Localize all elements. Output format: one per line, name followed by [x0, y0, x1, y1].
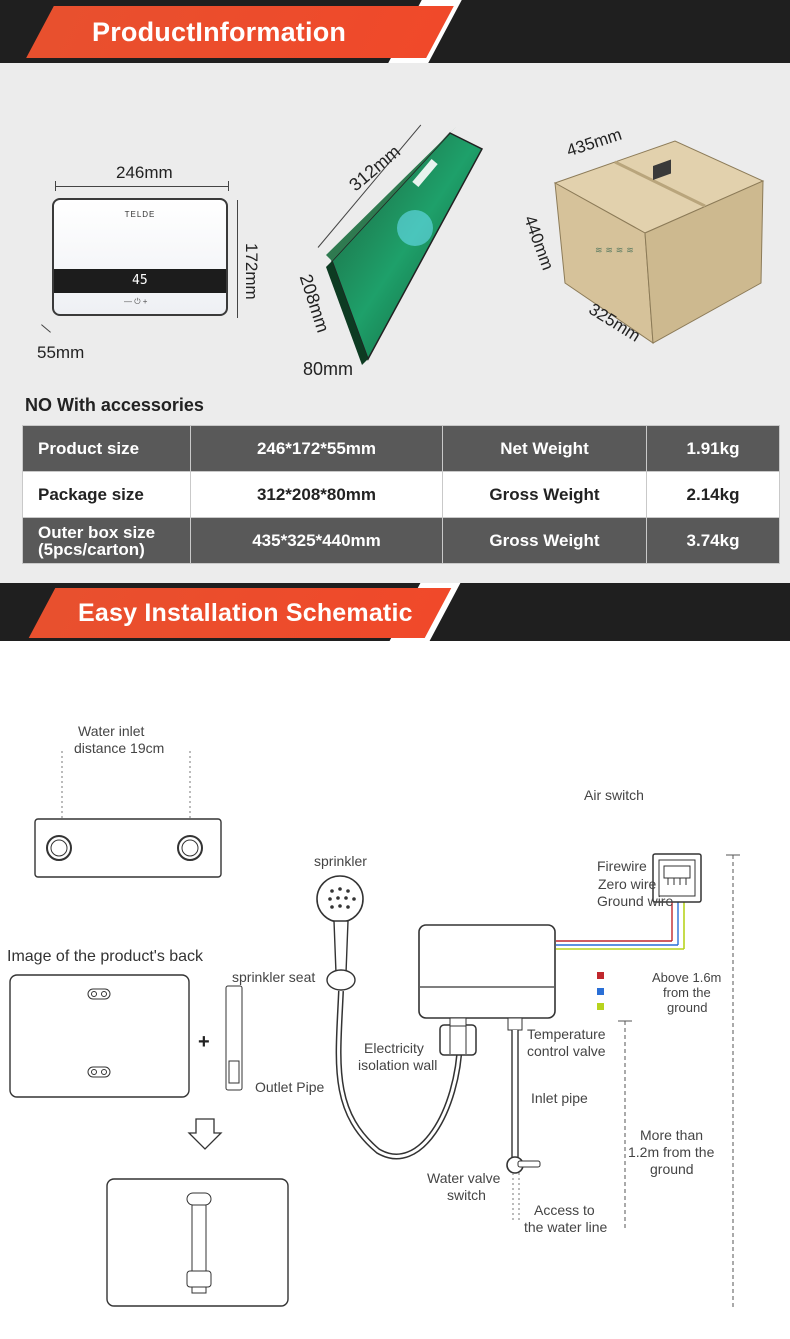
- row-label: Product size: [22, 425, 191, 472]
- row-weight: 1.91kg: [646, 425, 780, 472]
- spec-table: Product size 246*172*55mm Net Weight 1.9…: [22, 425, 780, 564]
- device-width-line: [55, 186, 229, 187]
- row-label: Outer box size: [38, 522, 156, 542]
- table-row: Product size 246*172*55mm Net Weight 1.9…: [22, 425, 780, 472]
- package-depth-label: 80mm: [303, 359, 354, 379]
- air-switch-label: Air switch: [584, 787, 644, 803]
- above-label-2: from the: [663, 985, 711, 1000]
- row-sublabel: (5pcs/carton): [38, 539, 145, 559]
- inlet-distance-label: distance 19cm: [74, 740, 165, 756]
- more-than-label-2: 1.2m from the: [628, 1144, 715, 1160]
- product-back-caption: Image of the product's back: [7, 948, 204, 965]
- dim-tick: [228, 181, 229, 191]
- row-size: 312*208*80mm: [190, 471, 443, 518]
- access-label-1: Access to: [534, 1202, 595, 1218]
- row-size: 246*172*55mm: [190, 425, 443, 472]
- device-display-band: 45: [54, 269, 226, 293]
- table-row: Outer box size (5pcs/carton) 435*325*440…: [22, 517, 780, 564]
- water-valve-label-1: Water valve: [427, 1170, 501, 1186]
- device-height-line: [237, 200, 238, 318]
- row-weight: 3.74kg: [646, 517, 780, 564]
- sprinkler-label: sprinkler: [314, 853, 367, 869]
- dim-tick: [55, 181, 56, 191]
- plus-sign: +: [198, 1031, 210, 1053]
- water-valve-label-2: switch: [447, 1187, 486, 1203]
- device-buttons-row: — ⏻ +: [124, 297, 148, 306]
- banner-title: ProductInformation: [92, 17, 347, 47]
- installation-banner: Easy Installation Schematic: [0, 583, 790, 641]
- electricity-label-1: Electricity: [364, 1040, 424, 1056]
- device-depth-label: 55mm: [37, 343, 85, 362]
- installation-schematic: Water inlet distance 19cm Image of the p…: [0, 641, 790, 1339]
- row-label-cell: Outer box size (5pcs/carton): [22, 517, 191, 564]
- banner-title: Easy Installation Schematic: [78, 599, 413, 627]
- device-height-label: 172mm: [242, 243, 261, 300]
- zero-wire-label: Zero wire: [598, 876, 657, 892]
- more-than-label-3: ground: [650, 1161, 694, 1177]
- accessories-note: NO With accessories: [25, 395, 204, 415]
- device-width-label: 246mm: [116, 163, 173, 182]
- row-weight-label: Net Weight: [442, 425, 647, 472]
- row-weight-label: Gross Weight: [442, 517, 647, 564]
- inlet-pipe-label: Inlet pipe: [531, 1090, 588, 1106]
- device-brand: TELDE: [124, 210, 156, 219]
- schematic-drawing: [9, 751, 740, 1309]
- sprinkler-seat-label: sprinkler seat: [232, 969, 316, 985]
- outer-box-illustration: ≋ ≋ ≋ ≋: [553, 140, 765, 344]
- water-heater-device: TELDE 45 — ⏻ +: [52, 198, 228, 316]
- device-depth-line: [41, 324, 51, 333]
- above-label-3: ground: [667, 1000, 708, 1015]
- more-than-label-1: More than: [640, 1127, 704, 1143]
- package-box-illustration: [326, 127, 484, 365]
- electricity-label-2: isolation wall: [358, 1057, 438, 1073]
- row-size: 435*325*440mm: [190, 517, 443, 564]
- row-label: Package size: [22, 471, 191, 518]
- table-row: Package size 312*208*80mm Gross Weight 2…: [22, 471, 780, 518]
- above-label-1: Above 1.6m: [652, 970, 722, 985]
- temperature-label-1: Temperature: [527, 1026, 606, 1042]
- outlet-pipe-label: Outlet Pipe: [255, 1079, 325, 1095]
- water-inlet-label: Water inlet: [78, 723, 145, 739]
- device-display-digits: 45: [132, 273, 148, 288]
- product-info-panel: 246mm TELDE 45 — ⏻ + 172mm 55mm 312mm 20…: [0, 63, 790, 583]
- product-info-banner: ProductInformation: [0, 0, 790, 63]
- firewire-label: Firewire: [597, 858, 647, 874]
- temperature-label-2: control valve: [527, 1043, 606, 1059]
- access-label-2: the water line: [524, 1219, 608, 1235]
- ground-wire-label: Ground wire: [597, 893, 674, 909]
- svg-text:≋ ≋ ≋ ≋: ≋ ≋ ≋ ≋: [595, 246, 634, 256]
- row-weight: 2.14kg: [646, 471, 780, 518]
- row-weight-label: Gross Weight: [442, 471, 647, 518]
